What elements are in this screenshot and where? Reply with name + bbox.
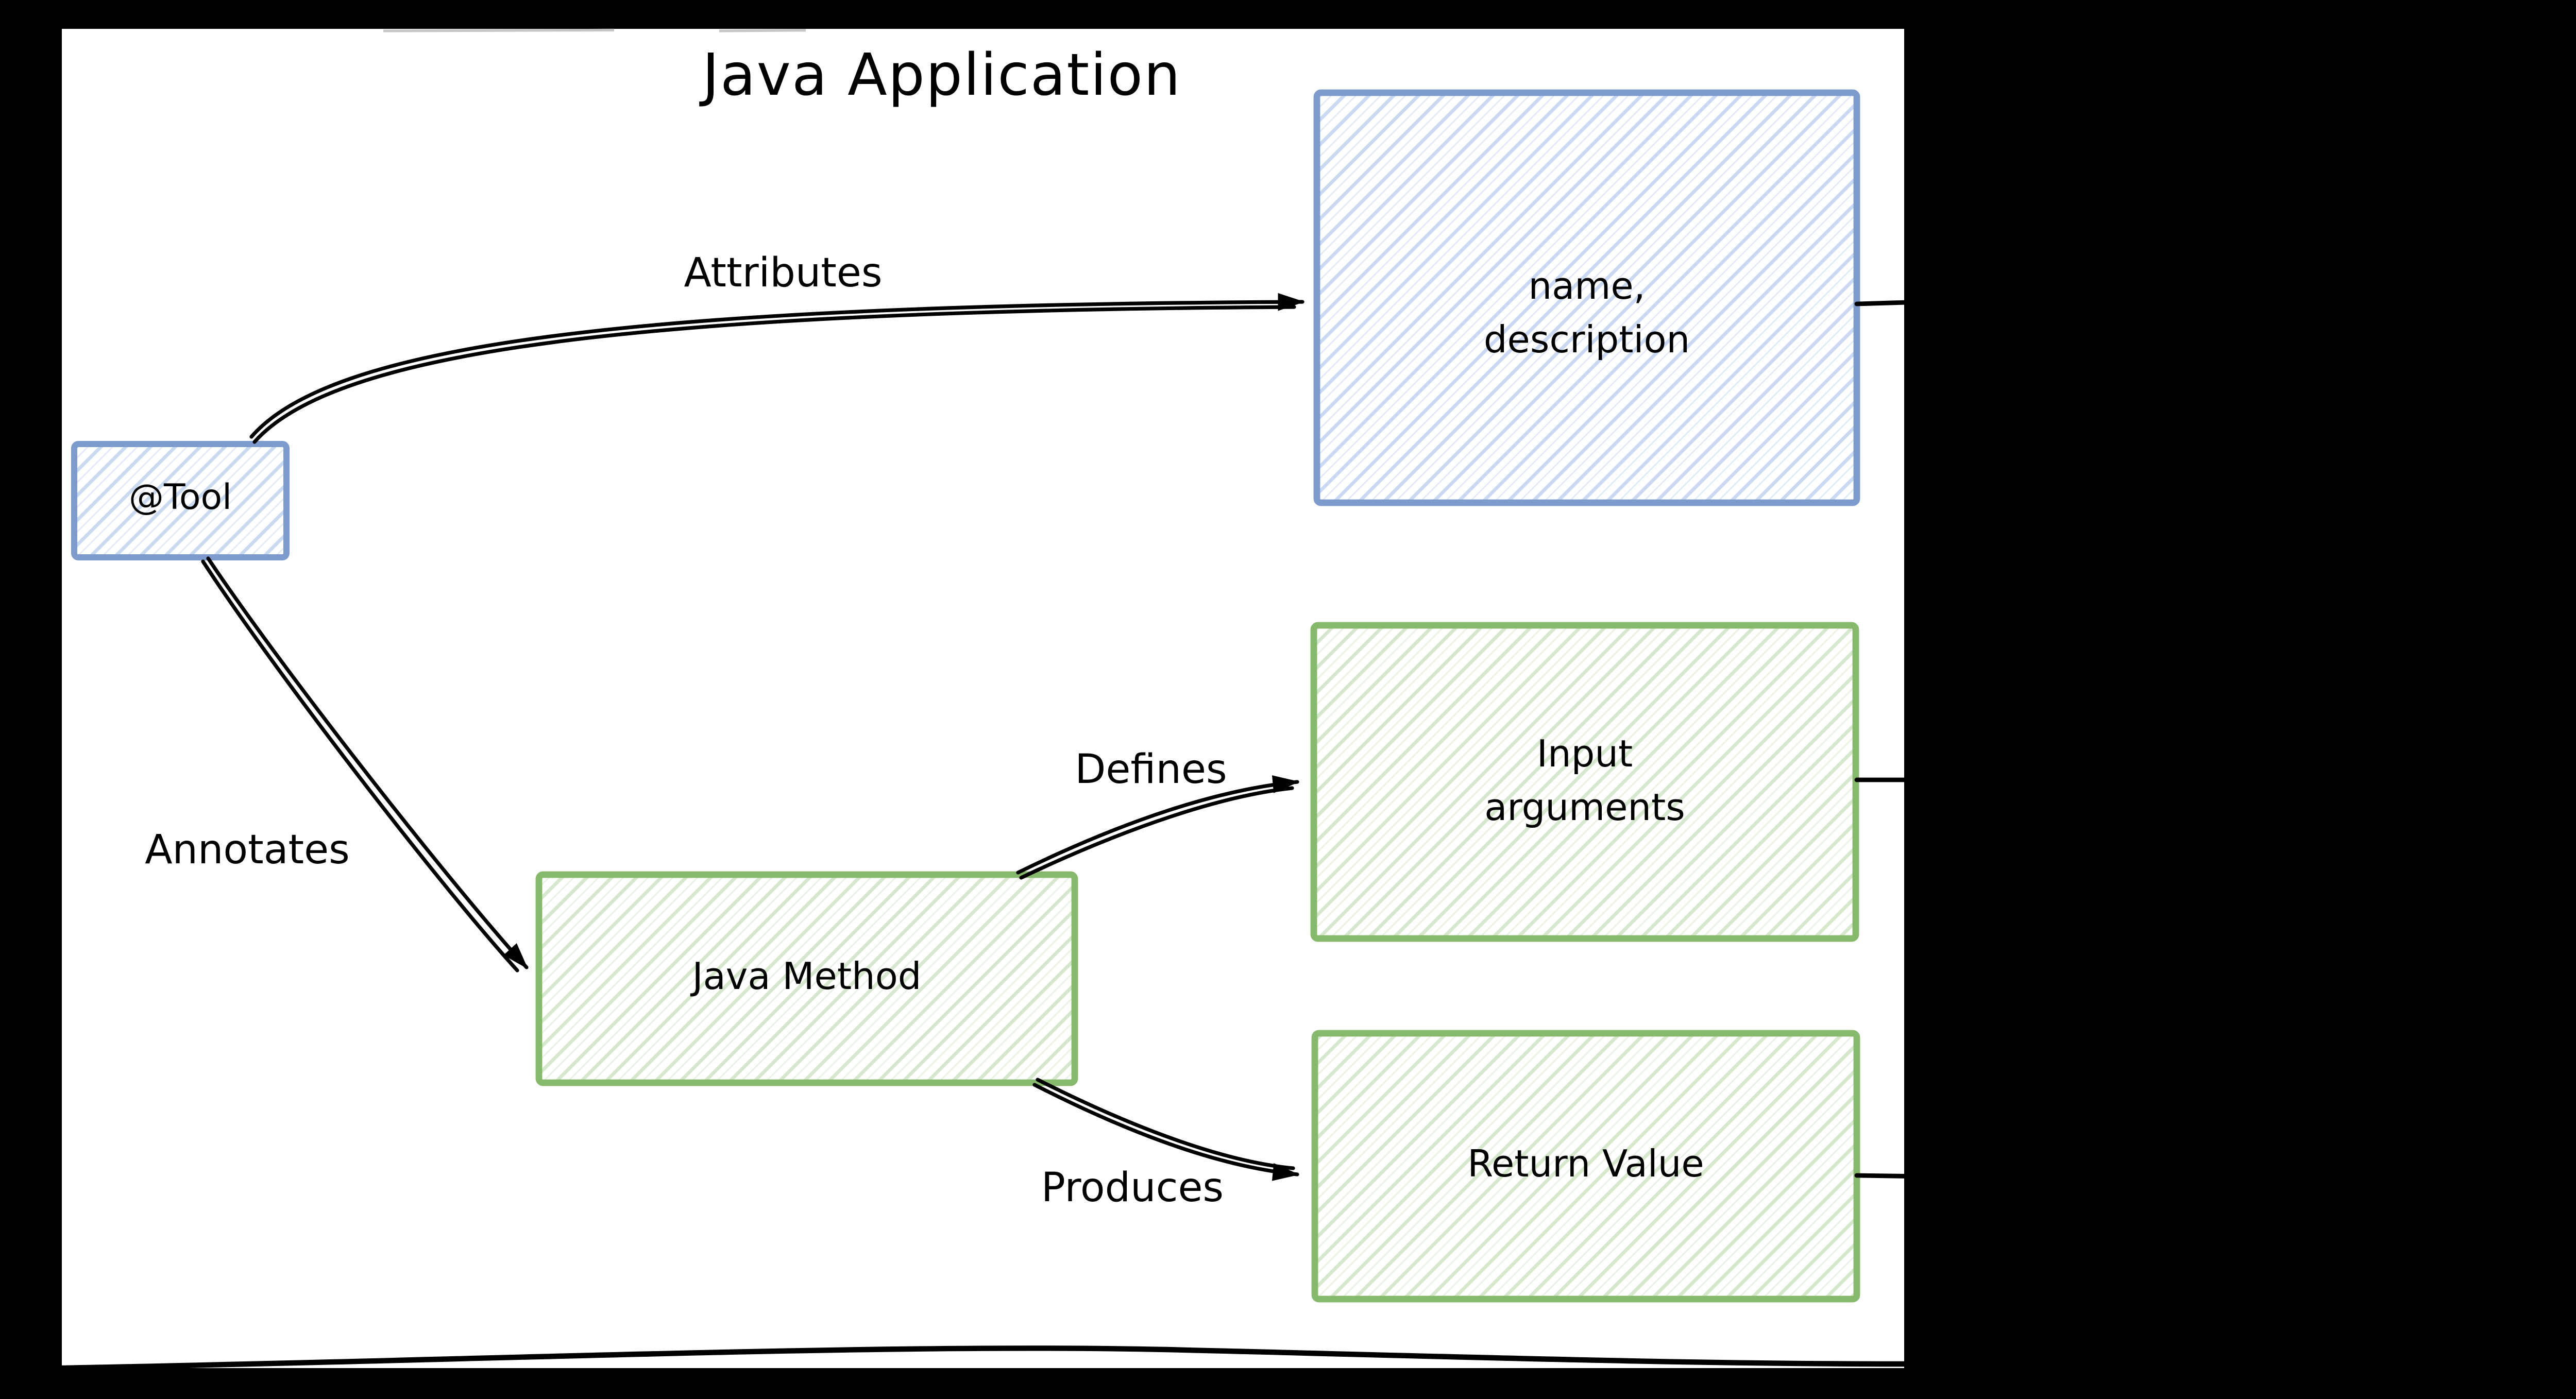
defines-arrow-echo — [1019, 786, 1294, 880]
produces-arrow-echo — [1036, 1078, 1295, 1170]
annotates-arrow-echo — [201, 559, 519, 973]
return-value-outgoing-line — [1854, 1173, 1927, 1179]
name-description-node-box — [1313, 89, 1860, 506]
produces-arrow — [1032, 1083, 1300, 1181]
frame-border-top — [383, 28, 806, 32]
tool-node-box — [71, 441, 290, 560]
input-arguments-node-box — [1310, 622, 1859, 942]
defines-arrow — [1016, 775, 1300, 875]
attributes-arrow-echo — [252, 305, 1296, 444]
annotates-arrow — [206, 556, 529, 969]
attributes-arrow — [249, 293, 1305, 439]
return-value-node-box — [1311, 1030, 1860, 1303]
java-method-node-box — [535, 871, 1078, 1086]
name-description-outgoing-line — [1854, 299, 1927, 306]
frame-border-bottom — [61, 1345, 1905, 1371]
